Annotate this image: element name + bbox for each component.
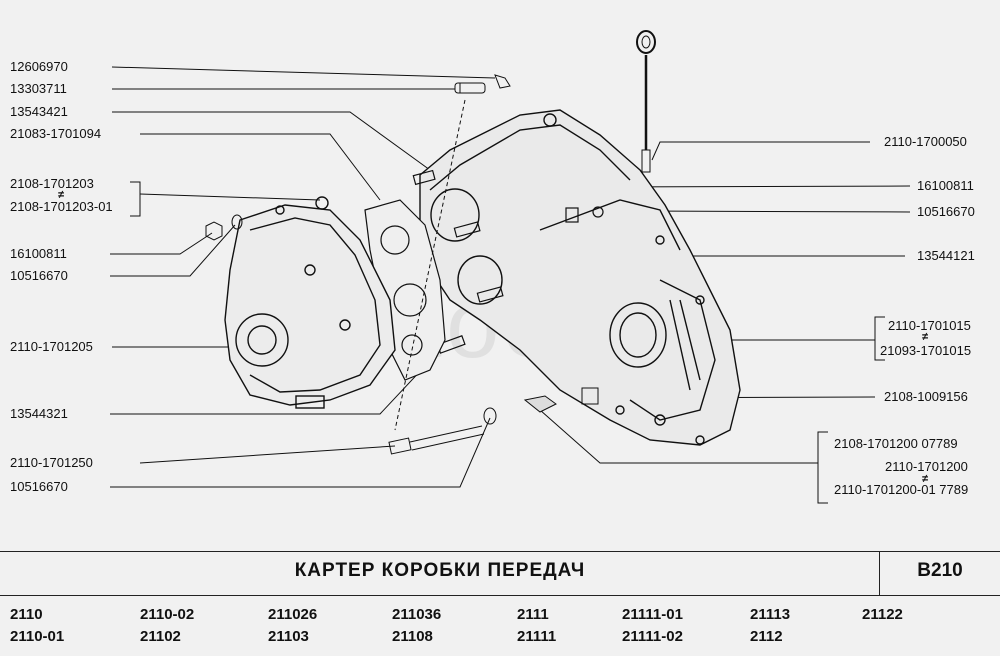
part-label: 16100811 (10, 246, 67, 261)
bracket (817, 431, 828, 504)
footer-top-rule (0, 551, 1000, 552)
part-label: 12606970 (10, 59, 68, 74)
model-number: 21111 (517, 628, 557, 645)
bracket (130, 181, 141, 217)
part-label: 16100811 (917, 178, 974, 193)
bolt-top (454, 74, 511, 94)
part-label: 13544321 (10, 406, 68, 421)
part-label: 2108-1701200 07789 (834, 436, 958, 451)
leader-line (139, 193, 321, 201)
leader-line (539, 409, 818, 464)
part-label: 13544121 (917, 248, 975, 263)
part-label: 2110-1700050 (884, 134, 967, 149)
leader-line (110, 417, 491, 488)
part-label: 2110-1701200-01 7789 (834, 482, 969, 497)
gearbox-housing (419, 109, 741, 446)
not-equal-symbol: ≠ (922, 473, 929, 485)
bolt-bottom (388, 407, 497, 455)
leader-line (110, 224, 236, 277)
model-number: 21113 (750, 606, 791, 623)
part-label: 2110-1701205 (10, 339, 93, 354)
rear-cover (224, 196, 396, 409)
model-number: 21122 (862, 606, 903, 623)
part-label: 2108-1009156 (884, 389, 968, 404)
title-divider (879, 552, 880, 595)
leader-line (639, 210, 911, 213)
part-label: 2110-1701250 (10, 455, 93, 470)
leader-line (112, 111, 431, 171)
part-label: 21083-1701094 (10, 126, 102, 141)
leader-line (111, 66, 496, 79)
part-label: 2110-1701200 (885, 459, 968, 474)
model-number: 2111 (517, 606, 549, 623)
part-label: 2110-1701015 (888, 318, 971, 333)
diagram-code: B210 (917, 560, 963, 581)
part-label: 2108-1701203 (10, 176, 94, 191)
drain-plug (523, 387, 599, 413)
model-number: 2110 (10, 606, 43, 623)
footer-mid-rule (0, 595, 1000, 596)
model-number: 21108 (392, 628, 433, 645)
hidden-axis (394, 99, 466, 431)
not-equal-symbol: ≠ (58, 189, 65, 201)
leader-line (139, 445, 396, 464)
leader-line (651, 141, 870, 161)
model-number: 2110-01 (10, 628, 65, 645)
model-number: 211036 (392, 606, 442, 623)
model-number: 2112 (750, 628, 783, 645)
model-number: 21103 (268, 628, 309, 645)
dipstick (636, 30, 656, 173)
model-number: 2110-02 (140, 606, 195, 623)
nut-washer-left (205, 214, 243, 241)
bracket (874, 316, 885, 361)
model-number: 21111-01 (622, 606, 683, 623)
diagram-title: КАРТЕР КОРОБКИ ПЕРЕДАЧ (294, 560, 586, 581)
part-label: 10516670 (10, 268, 68, 283)
part-label: 21093-1701015 (880, 343, 972, 358)
part-label: 10516670 (10, 479, 68, 494)
not-equal-symbol: ≠ (922, 331, 929, 343)
exploded-parts-diagram (110, 30, 911, 504)
model-number: 21111-02 (622, 628, 683, 645)
part-label: 13303711 (10, 81, 67, 96)
part-label: 13543421 (10, 104, 68, 119)
part-label: 10516670 (917, 204, 975, 219)
leader-line (110, 232, 213, 255)
part-label: 2108-1701203-01 (10, 199, 113, 214)
model-number: 211026 (268, 606, 318, 623)
leader-line (140, 133, 381, 201)
model-number: 21102 (140, 628, 181, 645)
